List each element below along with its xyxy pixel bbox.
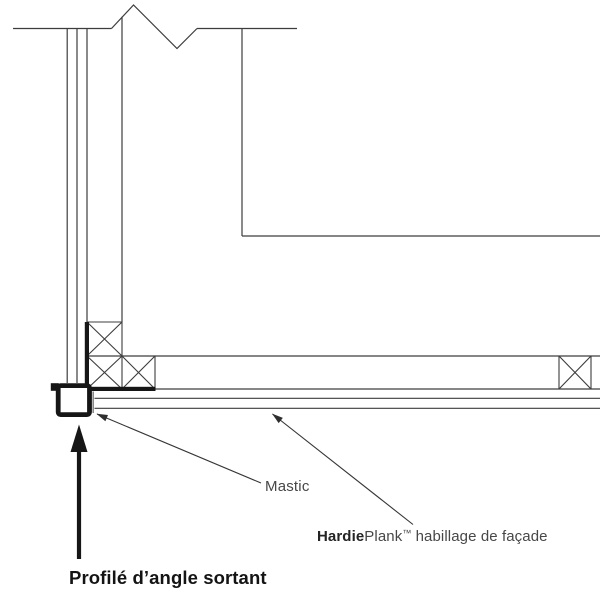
mastic-label: Mastic — [265, 478, 310, 495]
corner-profile-pointer-arrow — [70, 424, 88, 559]
corner-batten-cross-sections — [86, 321, 123, 390]
row-batten-cross-sections — [121, 355, 592, 390]
cladding-plank-lines — [94, 397, 600, 409]
hardieplank-label: HardiePlank™ habillage de façade — [317, 528, 548, 545]
hardie-brand-bold-text: Hardie — [317, 528, 365, 545]
mastic-leader-line — [96, 413, 262, 484]
trademark-symbol: ™ — [402, 528, 412, 538]
corner-profile-square — [50, 383, 92, 418]
plank-text: Plank — [364, 528, 403, 545]
inner-wall-corner-line — [241, 28, 600, 237]
wall-break-line — [13, 4, 297, 50]
hardie-suffix-text: habillage de façade — [411, 528, 548, 545]
hardieplank-leader-line — [272, 413, 414, 525]
wall-sheathing-lines — [66, 16, 123, 383]
corner-profile-flanges — [84, 322, 156, 391]
corner-profile-label: Profilé d’angle sortant — [69, 567, 267, 588]
horizontal-batten-band — [87, 355, 600, 390]
